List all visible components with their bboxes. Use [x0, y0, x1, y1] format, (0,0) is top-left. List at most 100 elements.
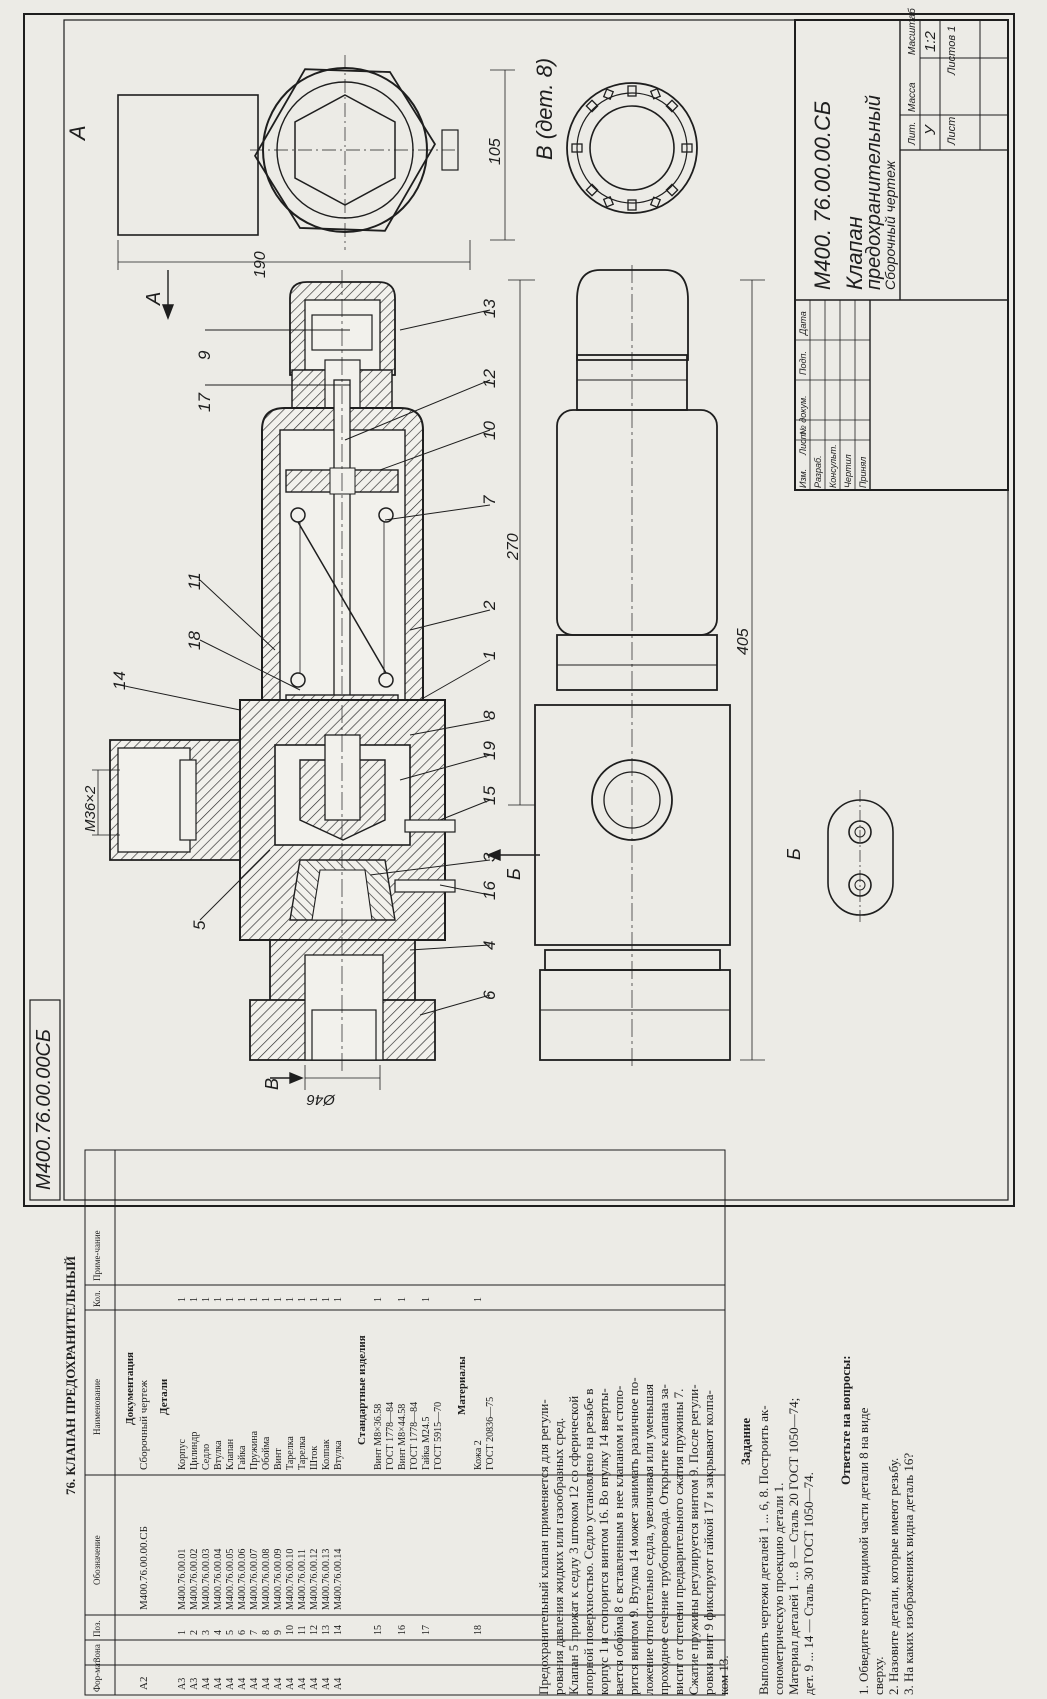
arrow-b: [486, 848, 540, 862]
description-line: Клапан 5 прижат к седлу 3 штоком 12 со с…: [566, 1396, 581, 1695]
svg-text:3: 3: [480, 852, 499, 862]
spec-cell-format: А4: [285, 1678, 296, 1690]
description-line: опорной поверхностью. Седло установлено …: [581, 1389, 596, 1695]
svg-text:Лист: Лист: [798, 431, 808, 456]
svg-text:М400.76.00.00СБ: М400.76.00.00СБ: [33, 1029, 55, 1190]
spec-cell-qty: 1: [261, 1297, 272, 1302]
spec-cell-pos: 9: [273, 1630, 284, 1635]
svg-text:Дата: Дата: [798, 311, 808, 336]
spec-cell-format: А4: [201, 1678, 212, 1690]
spec-cell-qty: 1: [213, 1297, 224, 1302]
spec-cell-name: ГОСТ 1778—84: [385, 1402, 396, 1470]
spec-cell-name: Корпус: [177, 1438, 188, 1470]
spec-cell-qty: 1: [333, 1297, 344, 1302]
spec-cell-qty: 1: [189, 1297, 200, 1302]
svg-text:Консульт.: Консульт.: [828, 444, 838, 488]
spec-cell-format: А4: [213, 1678, 224, 1690]
spec-cell-name: ГОСТ 5915—70: [433, 1402, 444, 1470]
description-line: рится винтом 9. Втулка 14 может занимать…: [626, 1377, 641, 1695]
svg-text:17: 17: [195, 393, 214, 412]
spec-cell-qty: 1: [473, 1297, 484, 1302]
spec-cell-qty: 1: [321, 1297, 332, 1302]
drawing-content: А 190 105 В (дет. 8): [65, 55, 894, 1108]
svg-text:Приме-чание: Приме-чание: [92, 1230, 102, 1281]
task-line: Выполнить чертежи деталей 1 ... 6, 8. По…: [756, 1405, 771, 1695]
spec-cell-format: А4: [321, 1678, 332, 1690]
description-line: ровки винт 9 фиксируют гайкой 17 и закры…: [701, 1390, 716, 1695]
svg-text:№ докум.: № докум.: [798, 395, 808, 435]
svg-text:Детали: Детали: [158, 1378, 170, 1415]
description-line: вается обойма 8 с вставленным в нее клап…: [611, 1386, 626, 1695]
spec-cell-pos: 8: [261, 1630, 272, 1635]
questions-block: Ответьте на вопросы: 1. Обведите контур …: [838, 1355, 916, 1695]
dim-405: 405: [735, 628, 752, 655]
svg-text:7: 7: [480, 495, 499, 505]
spec-cell-pos: 4: [213, 1630, 224, 1635]
tb-name-2: предохранительный: [863, 95, 885, 290]
spec-cell-qty: 1: [201, 1297, 212, 1302]
description-line: ложение относительно седла, увеличивая и…: [641, 1384, 656, 1695]
spec-cell-pos: 7: [249, 1630, 260, 1635]
arrow-v-label: В: [262, 1078, 282, 1090]
spec-cell-name: Втулка: [333, 1440, 344, 1470]
spec-cell-format: А4: [261, 1678, 272, 1690]
main-section: [109, 270, 456, 1075]
spec-cell-name: Тарелка: [285, 1436, 296, 1470]
tb-sheets: Листов 1: [946, 26, 958, 76]
spec-cell-qty: 1: [249, 1297, 260, 1302]
spec-cell-name: ГОСТ 20836—75: [485, 1397, 496, 1470]
svg-text:4: 4: [480, 941, 499, 950]
spec-cell-name: Шток: [309, 1446, 320, 1470]
spec-cell-pos: 2: [189, 1630, 200, 1635]
tb-scale-header: Масштаб: [906, 8, 918, 55]
view-b-title: В (дет. 8): [532, 58, 557, 160]
arrow-a-label: А: [143, 292, 165, 306]
view-b-flange: [827, 790, 894, 925]
spec-cell-designation: М400.76.00.12: [309, 1549, 320, 1610]
svg-text:19: 19: [480, 741, 499, 760]
tb-sheet: Лист: [946, 117, 958, 146]
spec-cell-name: Гайка: [237, 1445, 248, 1470]
svg-text:10: 10: [480, 421, 499, 440]
spec-cell-pos: 14: [333, 1625, 344, 1635]
spec-cell-designation: М400.76.00.13: [321, 1549, 332, 1610]
svg-text:2: 2: [480, 600, 499, 611]
spec-title: 76. КЛАПАН ПРЕДОХРАНИТЕЛЬНЫЙ: [63, 1256, 78, 1495]
spec-cell-designation: М400.76.00.01: [177, 1549, 188, 1610]
spec-cell-qty: 1: [297, 1297, 308, 1302]
spec-cell-name: Пружина: [249, 1430, 260, 1470]
description-line: Сжатие пружины регулируется винтом 9. По…: [686, 1384, 701, 1695]
position-numbers: 9 17 12 10 7 2 1 8 19 15 3 16 4 6 13 11 …: [110, 299, 499, 1000]
spec-cell-pos: 11: [297, 1625, 308, 1635]
svg-text:Разраб.: Разраб.: [813, 455, 823, 488]
spec-cell-pos: 12: [309, 1625, 320, 1635]
spec-cell-pos: 5: [225, 1630, 236, 1635]
spec-cell-format: А4: [249, 1678, 260, 1690]
spec-cell-name: Винт: [273, 1448, 284, 1470]
spec-cell-name: Втулка: [213, 1440, 224, 1470]
question-line: 1. Обведите контур видимой части детали …: [856, 1407, 871, 1695]
title-block: [794, 19, 1009, 491]
spec-cell-name: Винт М8×44.58: [397, 1404, 408, 1470]
dim-phi46: [304, 1065, 381, 1090]
spec-cell-format: А4: [297, 1678, 308, 1690]
spec-cell-qty: 1: [397, 1297, 408, 1302]
svg-text:16: 16: [480, 881, 499, 900]
spec-cell-name: Тарелка: [297, 1436, 308, 1470]
tb-lit-header: Лит.: [907, 122, 918, 146]
spec-cell-format: А4: [333, 1678, 344, 1690]
spec-cell-name: Кожа 2: [473, 1440, 484, 1470]
dim-270: 270: [505, 533, 522, 561]
svg-text:Материалы: Материалы: [456, 1356, 468, 1415]
tb-designation: М400. 76.00.00.СБ: [810, 101, 835, 290]
code-stamp: М400.76.00.00СБ: [29, 999, 61, 1201]
svg-text:Кол.: Кол.: [92, 1290, 102, 1307]
task-line: дет. 9 ... 14 — Сталь 30 ГОСТ 1050—74.: [801, 1472, 816, 1695]
task-line: сонометрическую проекцию детали 1.: [771, 1483, 786, 1695]
drawing-frame: [23, 13, 1015, 1207]
spec-table: 76. КЛАПАН ПРЕДОХРАНИТЕЛЬНЫЙ Фор-мат Зон…: [63, 1149, 726, 1696]
svg-text:13: 13: [480, 299, 499, 318]
svg-text:Наименование: Наименование: [92, 1379, 102, 1435]
spec-cell-name: Обойма: [261, 1436, 272, 1470]
